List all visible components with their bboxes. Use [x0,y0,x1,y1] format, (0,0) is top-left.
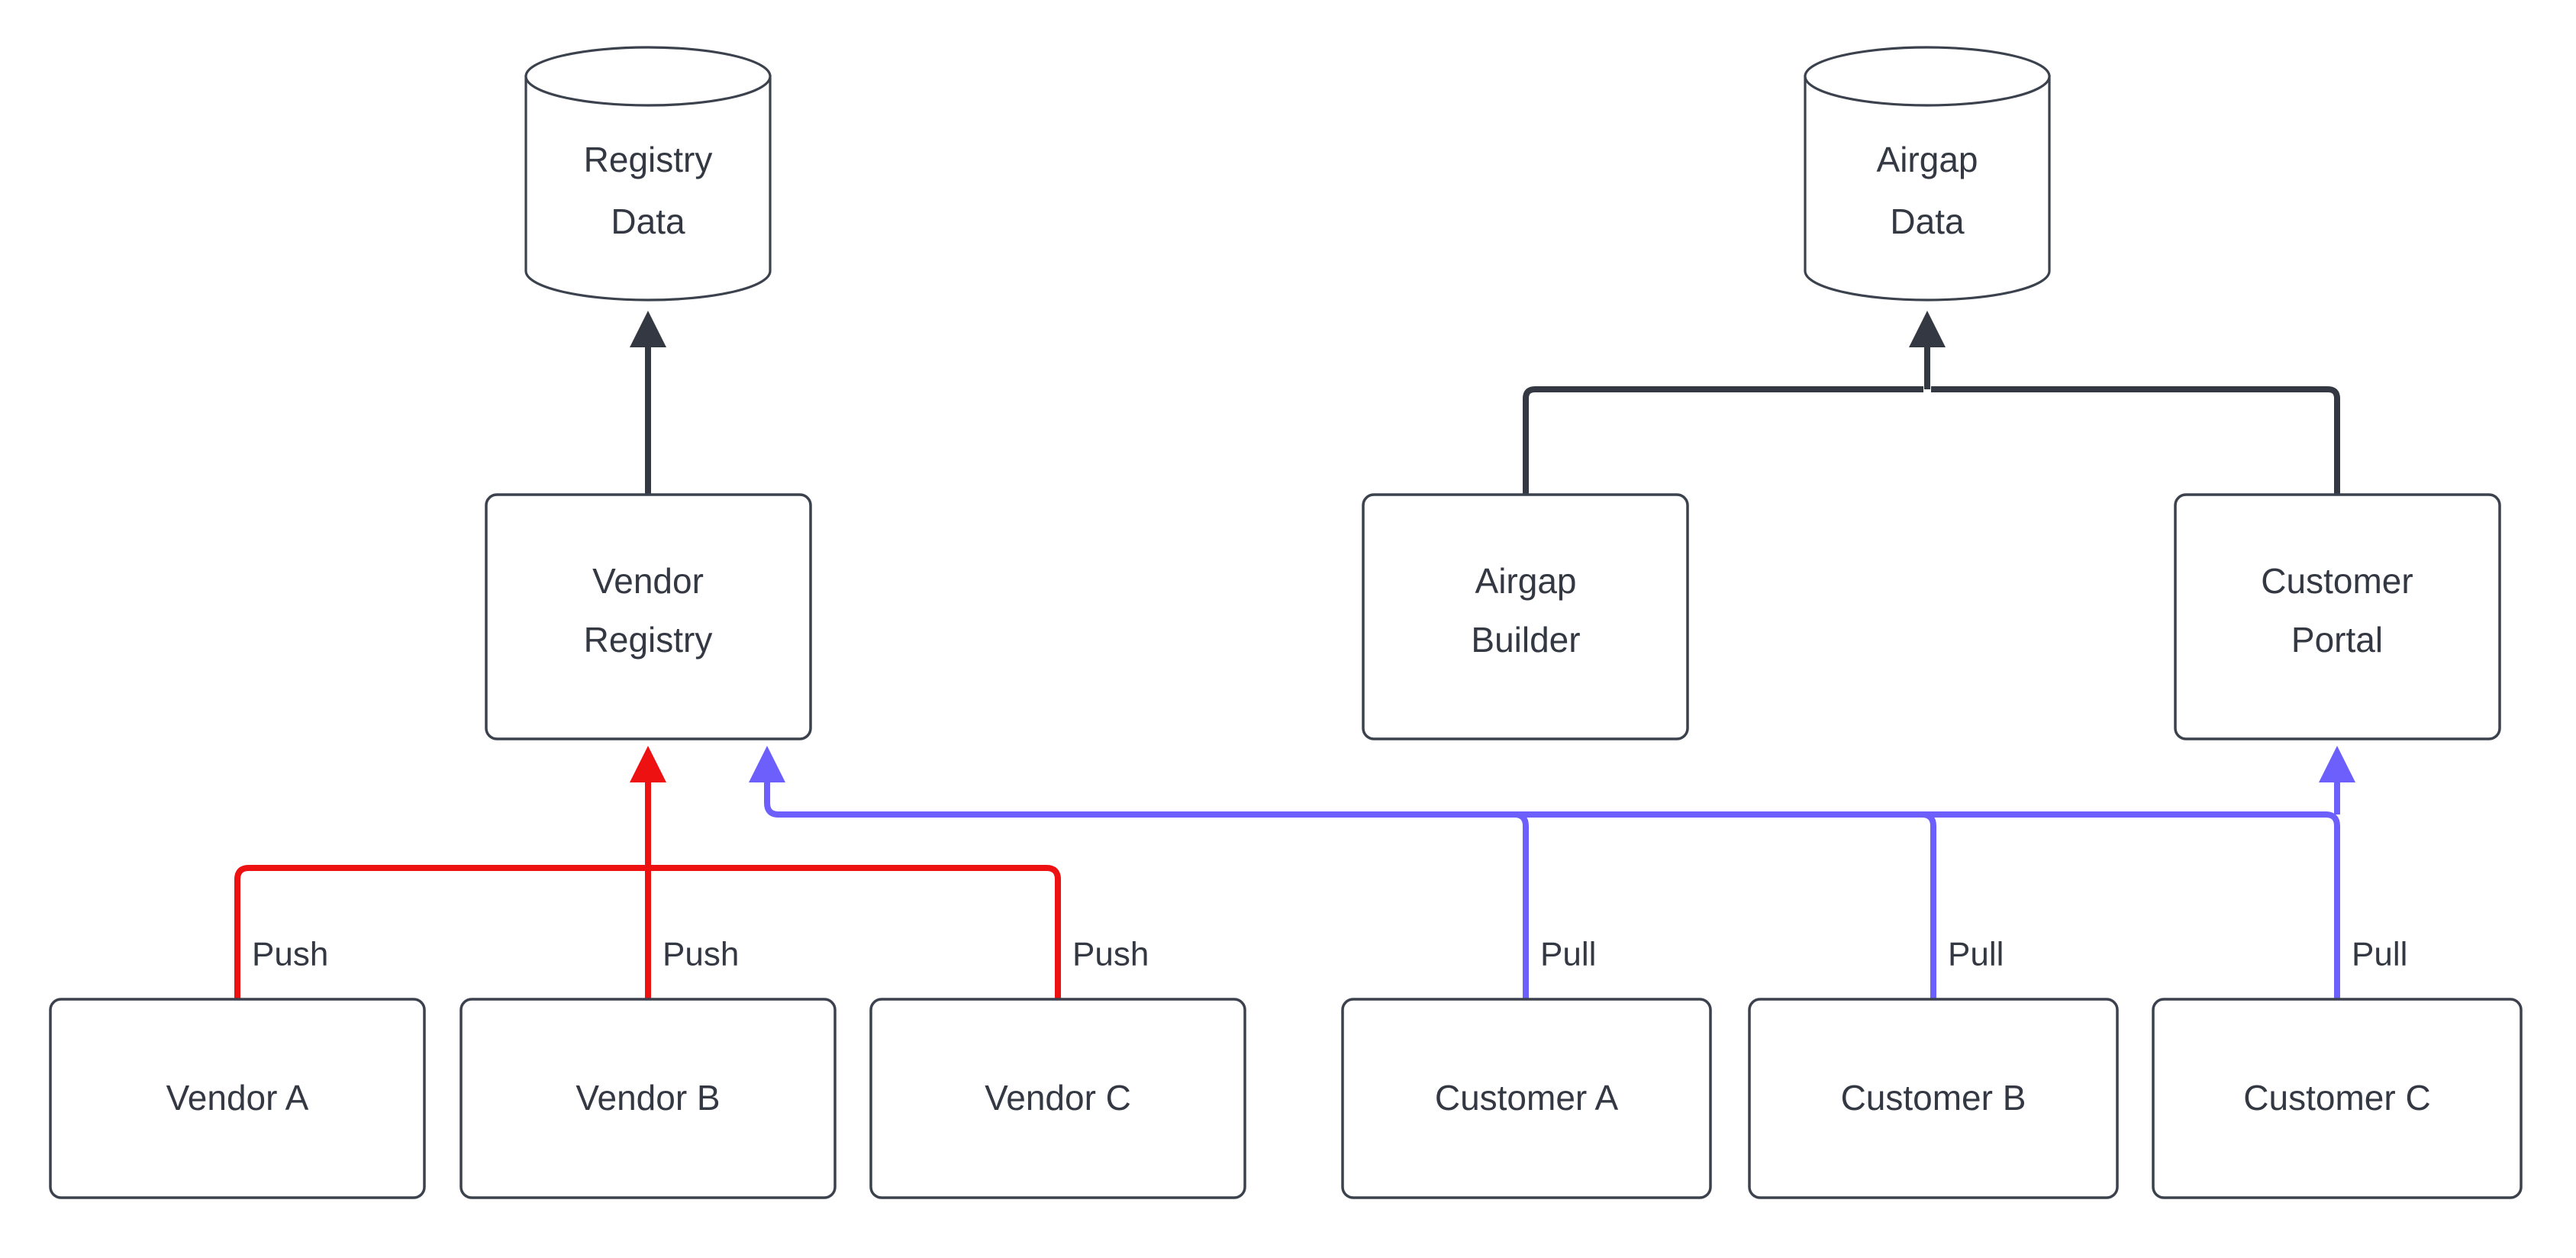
datastore-airgap-data-line2: Data [1890,202,1965,241]
edge-label-push-vendor-b: Push [663,936,739,973]
service-vendor-registry[interactable]: Vendor Registry [485,493,812,740]
actor-customer-b-label: Customer B [1841,1078,2026,1118]
datastore-registry-data-line1: Registry [584,140,713,179]
node-box [49,998,426,1199]
actor-customer-c[interactable]: Customer C [2152,998,2523,1199]
service-airgap-builder-line1: Airgap [1475,561,1577,601]
cylinder-body [524,75,772,302]
edge-pull-customer-a [779,811,1529,999]
edge-label-pull-customer-c: Pull [2352,936,2407,973]
edge-label-push-vendor-a: Push [252,936,328,973]
cylinder-top [1804,46,2051,107]
node-box [869,998,1246,1199]
node-box [1341,998,1712,1199]
node-box [2174,493,2501,740]
datastore-airgap-data[interactable]: Airgap Data [1804,46,2051,302]
datastore-registry-data[interactable]: Registry Data [524,46,772,302]
edge-push-vendor-a [234,865,648,999]
cylinder-body [1804,75,2051,302]
node-box [2152,998,2523,1199]
edge-pull-customer-c [779,811,2340,999]
actor-vendor-c[interactable]: Vendor C [869,998,1246,1199]
actor-vendor-a[interactable]: Vendor A [49,998,426,1199]
actor-customer-c-label: Customer C [2243,1078,2430,1118]
node-box [485,493,812,740]
actor-vendor-a-label: Vendor A [166,1078,309,1118]
actor-customer-b[interactable]: Customer B [1748,998,2119,1199]
node-box [1362,493,1689,740]
actor-customer-a[interactable]: Customer A [1341,998,1712,1199]
actor-vendor-b[interactable]: Vendor B [459,998,837,1199]
node-box [459,998,837,1199]
node-box [1748,998,2119,1199]
actor-vendor-b-label: Vendor B [575,1078,720,1118]
edge-label-pull-customer-b: Pull [1948,936,2004,973]
service-vendor-registry-line2: Registry [584,620,713,660]
edge-label-pull-customer-a: Pull [1540,936,1596,973]
service-customer-portal-line2: Portal [2291,620,2383,660]
edge-pull-bus-to-vendor-registry [749,746,785,818]
datastore-airgap-data-line1: Airgap [1877,140,1978,179]
edge-label-push-vendor-c: Push [1072,936,1149,973]
service-airgap-builder-line2: Builder [1471,620,1580,660]
service-customer-portal-line1: Customer [2261,561,2413,601]
edge-customer-portal-to-airgap-data [1931,386,2340,495]
datastore-registry-data-line2: Data [611,202,685,241]
edge-push-vendor-c [648,865,1061,999]
service-airgap-builder[interactable]: Airgap Builder [1362,493,1689,740]
edge-airgap-builder-to-airgap-data [1523,386,1923,495]
cylinder-top [524,46,772,107]
actor-vendor-c-label: Vendor C [985,1078,1131,1118]
actor-customer-a-label: Customer A [1435,1078,1619,1118]
service-vendor-registry-line1: Vendor [592,561,704,601]
edge-pull-customer-b [779,811,1936,999]
service-customer-portal[interactable]: Customer Portal [2174,493,2501,740]
